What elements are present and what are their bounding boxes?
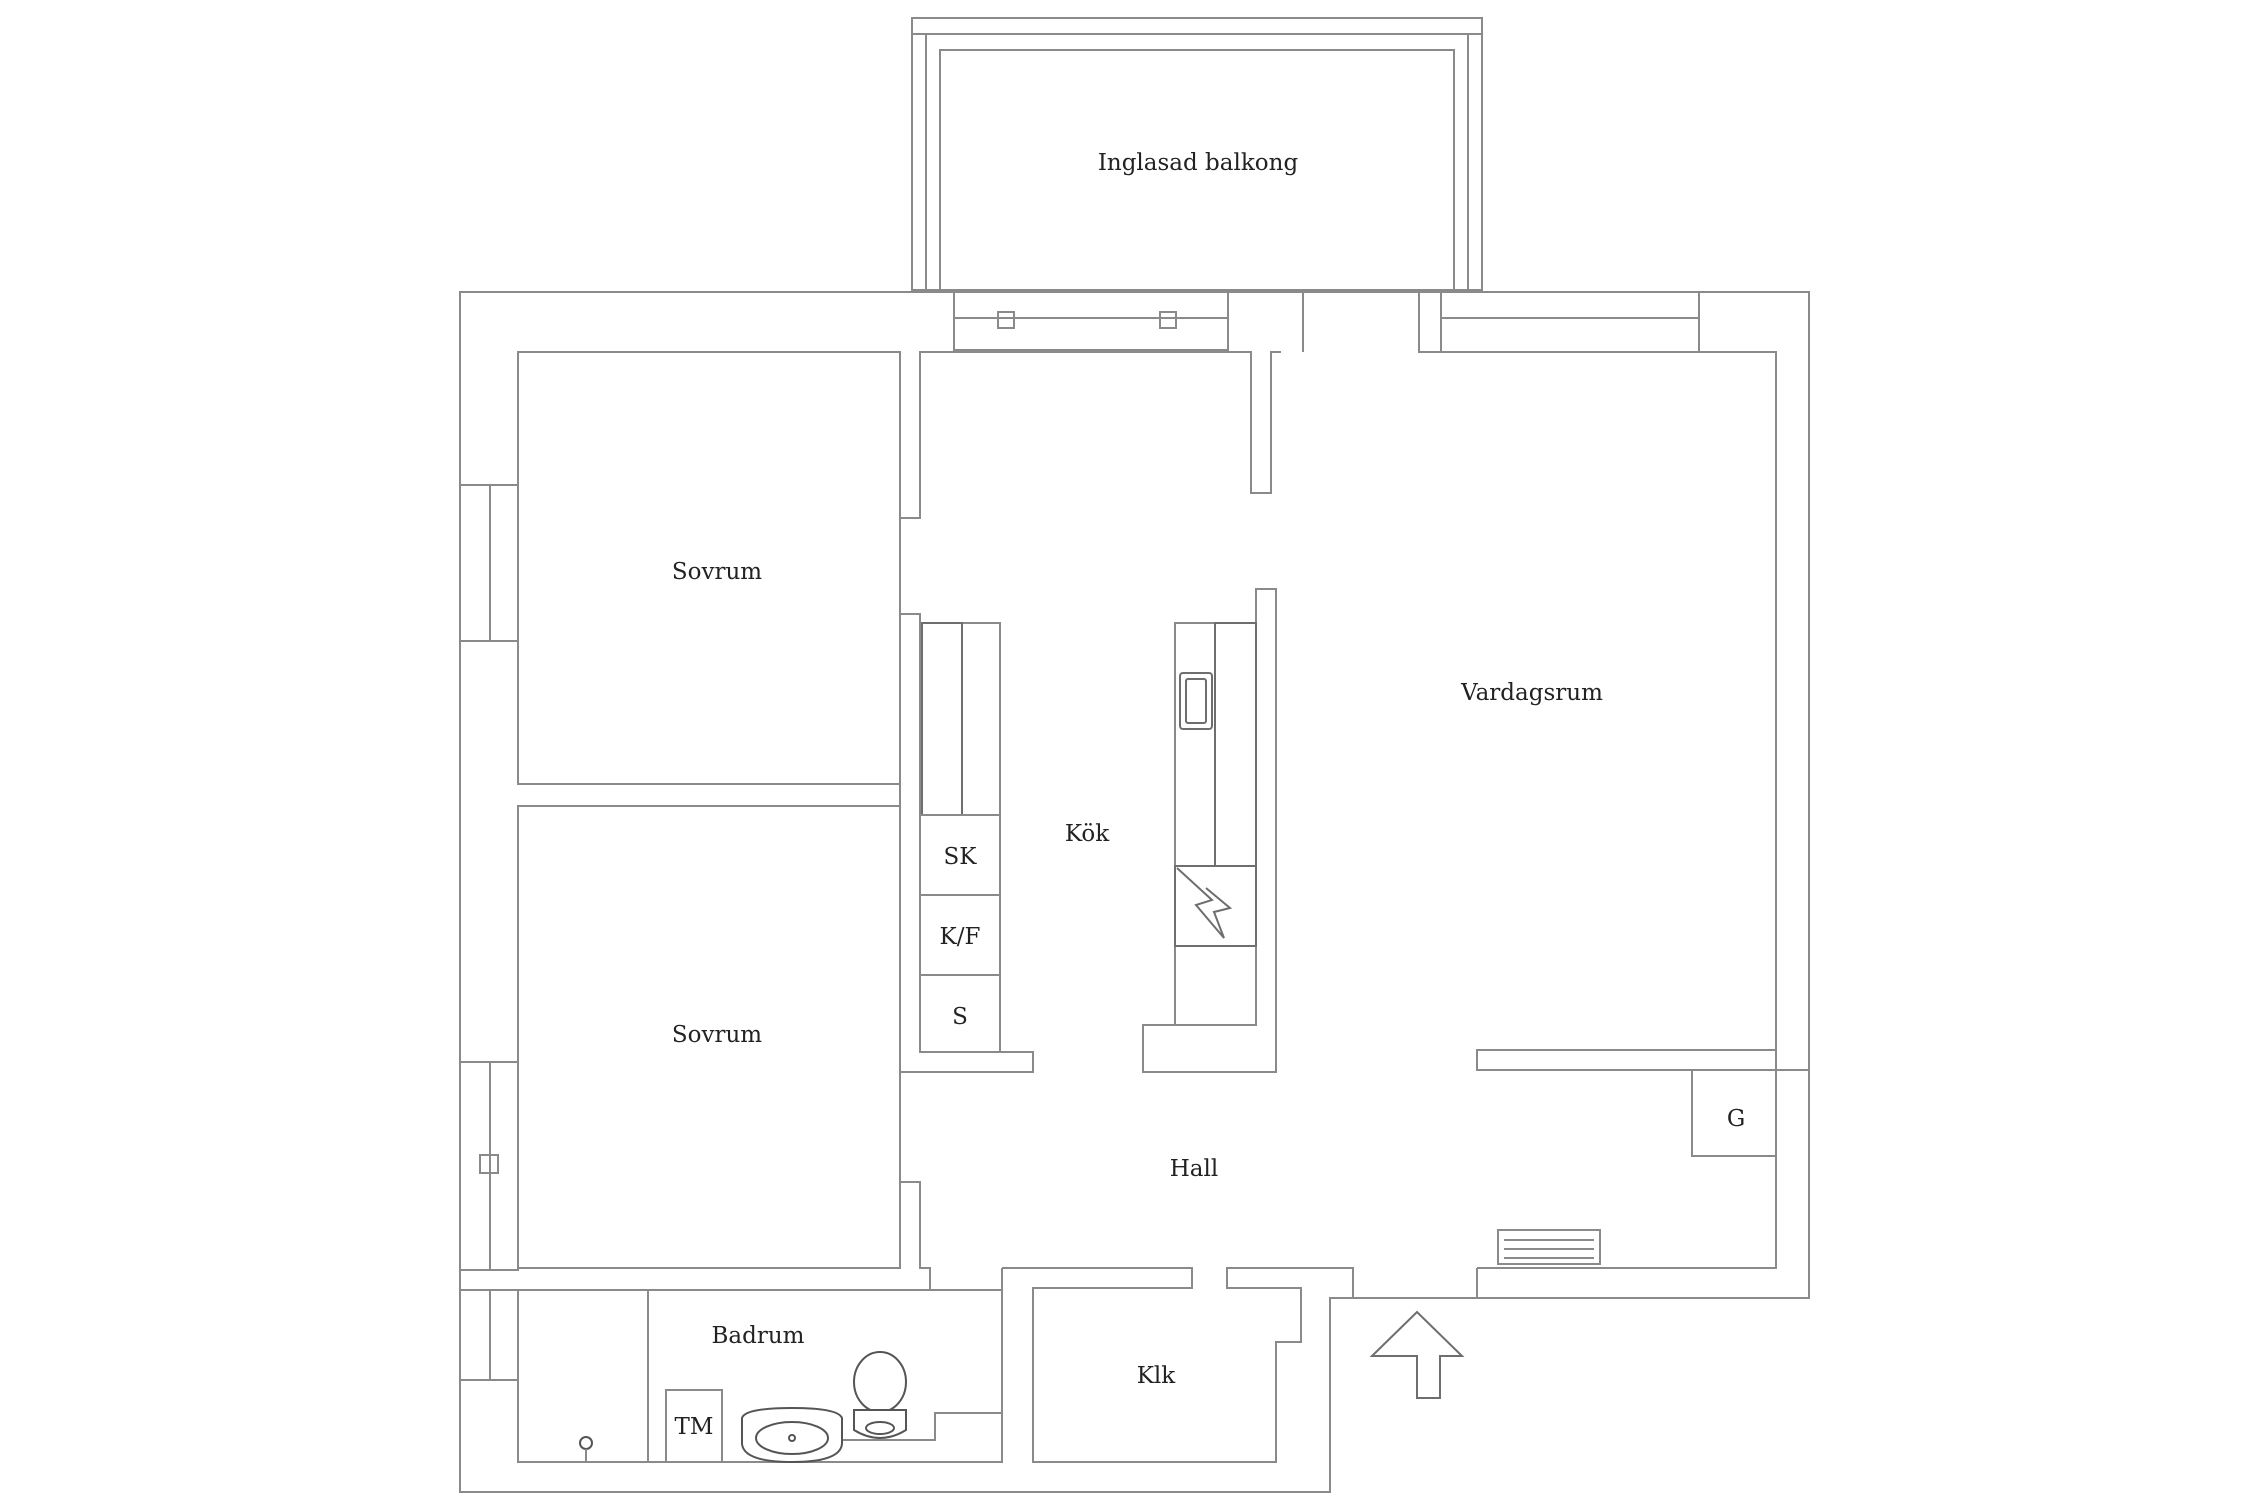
kitchen-label: Kök xyxy=(1065,821,1110,847)
fixture-g-label: G xyxy=(1727,1106,1745,1132)
entrance-arrow-icon xyxy=(1369,1310,1465,1399)
fixture-sk-label: SK xyxy=(944,844,978,870)
tap-icon xyxy=(579,1436,593,1462)
balcony xyxy=(911,17,1483,291)
bedroom-top-label: Sovrum xyxy=(672,559,762,585)
living-room-wall xyxy=(1476,1049,1777,1071)
washbasin-icon xyxy=(741,1406,843,1464)
hall-right-walls xyxy=(1477,1069,1809,1269)
top-windows xyxy=(953,291,1700,353)
fixture-tm-label: TM xyxy=(675,1414,714,1440)
bathroom-label: Badrum xyxy=(712,1323,805,1349)
stove-icon xyxy=(1176,867,1233,939)
bedroom-bottom-walls xyxy=(460,1181,931,1291)
fixture-tm-box xyxy=(665,1389,723,1463)
left-windows xyxy=(459,484,519,1381)
kitchen-left-counter xyxy=(899,613,1034,1073)
fixture-kf-label: K/F xyxy=(940,924,981,950)
kitchen-right-counter xyxy=(1142,588,1277,1073)
outer-wall xyxy=(459,291,1810,1493)
sink-icon xyxy=(1179,672,1213,730)
balcony-label: Inglasad balkong xyxy=(1098,150,1299,176)
bedroom-bottom-label: Sovrum xyxy=(672,1022,762,1048)
closet-label: Klk xyxy=(1137,1363,1177,1389)
living-room-label: Vardagsrum xyxy=(1460,680,1603,706)
bedroom-top xyxy=(517,351,901,785)
hall-bottom-walls xyxy=(1002,1267,1354,1463)
toilet-icon xyxy=(853,1351,907,1439)
fixture-s-label: S xyxy=(952,1004,968,1030)
radiator-icon xyxy=(1497,1229,1601,1265)
hall-label: Hall xyxy=(1170,1156,1218,1182)
